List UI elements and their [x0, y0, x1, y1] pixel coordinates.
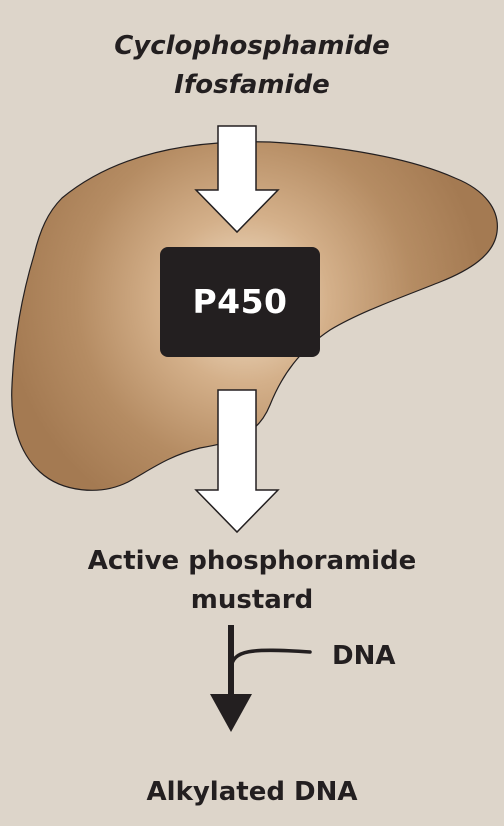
reaction-arrowhead — [210, 694, 252, 732]
arrow-to-metabolite — [194, 389, 280, 534]
reagent-branch — [229, 648, 312, 670]
active-metabolite-label-line2: mustard — [190, 585, 314, 615]
reagent-label: DNA — [332, 641, 396, 671]
arrow-to-enzyme — [194, 125, 280, 234]
prodrug-label-ifosfamide: Ifosfamide — [174, 70, 330, 100]
final-product-label: Alkylated DNA — [146, 777, 358, 807]
active-metabolite-label-line1: Active phosphoramide — [87, 546, 417, 576]
prodrug-label-cyclophosphamide: Cyclophosphamide — [114, 31, 390, 61]
enzyme-box — [160, 247, 320, 357]
enzyme-label: P450 — [192, 282, 288, 321]
